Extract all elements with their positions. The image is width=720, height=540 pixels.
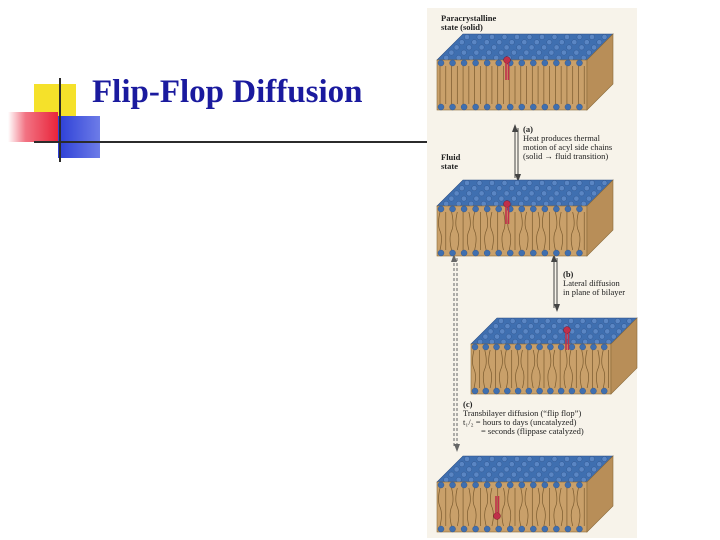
figure-arrows [451,124,560,452]
label-c-line3: = seconds (flippase catalyzed) [481,426,584,436]
logo-vertical-line [59,78,61,162]
label-b-line2: in plane of bilayer [563,287,626,297]
title-underline [34,141,438,143]
label-b-tag: (b) [563,269,574,279]
label-solid-state: state (solid) [441,22,483,32]
label-c-tag: (c) [463,399,473,409]
label-paracrystalline: Paracrystalline [441,13,497,23]
label-fluid-state: state [441,161,458,171]
membrane-slabs [436,33,638,533]
membrane-flipped [436,455,614,533]
membrane-fluid [436,179,614,257]
label-fluid: Fluid [441,152,461,162]
label-a-line3: (solid → fluid transition) [523,151,609,161]
slide-logo [0,0,110,170]
label-a-tag: (a) [523,124,533,134]
logo-red-square [8,112,58,142]
logo-blue-square [58,116,100,158]
label-a-line1: Heat produces thermal [523,133,600,143]
label-b-line1: Lateral diffusion [563,278,620,288]
membrane-solid [436,33,614,111]
label-a-line2: motion of acyl side chains [523,142,613,152]
slide-title: Flip-Flop Diffusion [92,74,363,110]
label-c-line1: Transbilayer diffusion (“flip flop”) [463,408,582,418]
label-c-line2: t₁/₂ = hours to days (uncatalyzed) [463,417,577,427]
bilayer-figure: Paracrystalline state (solid) (a) Heat p… [427,8,638,538]
membrane-lateral [470,317,638,395]
